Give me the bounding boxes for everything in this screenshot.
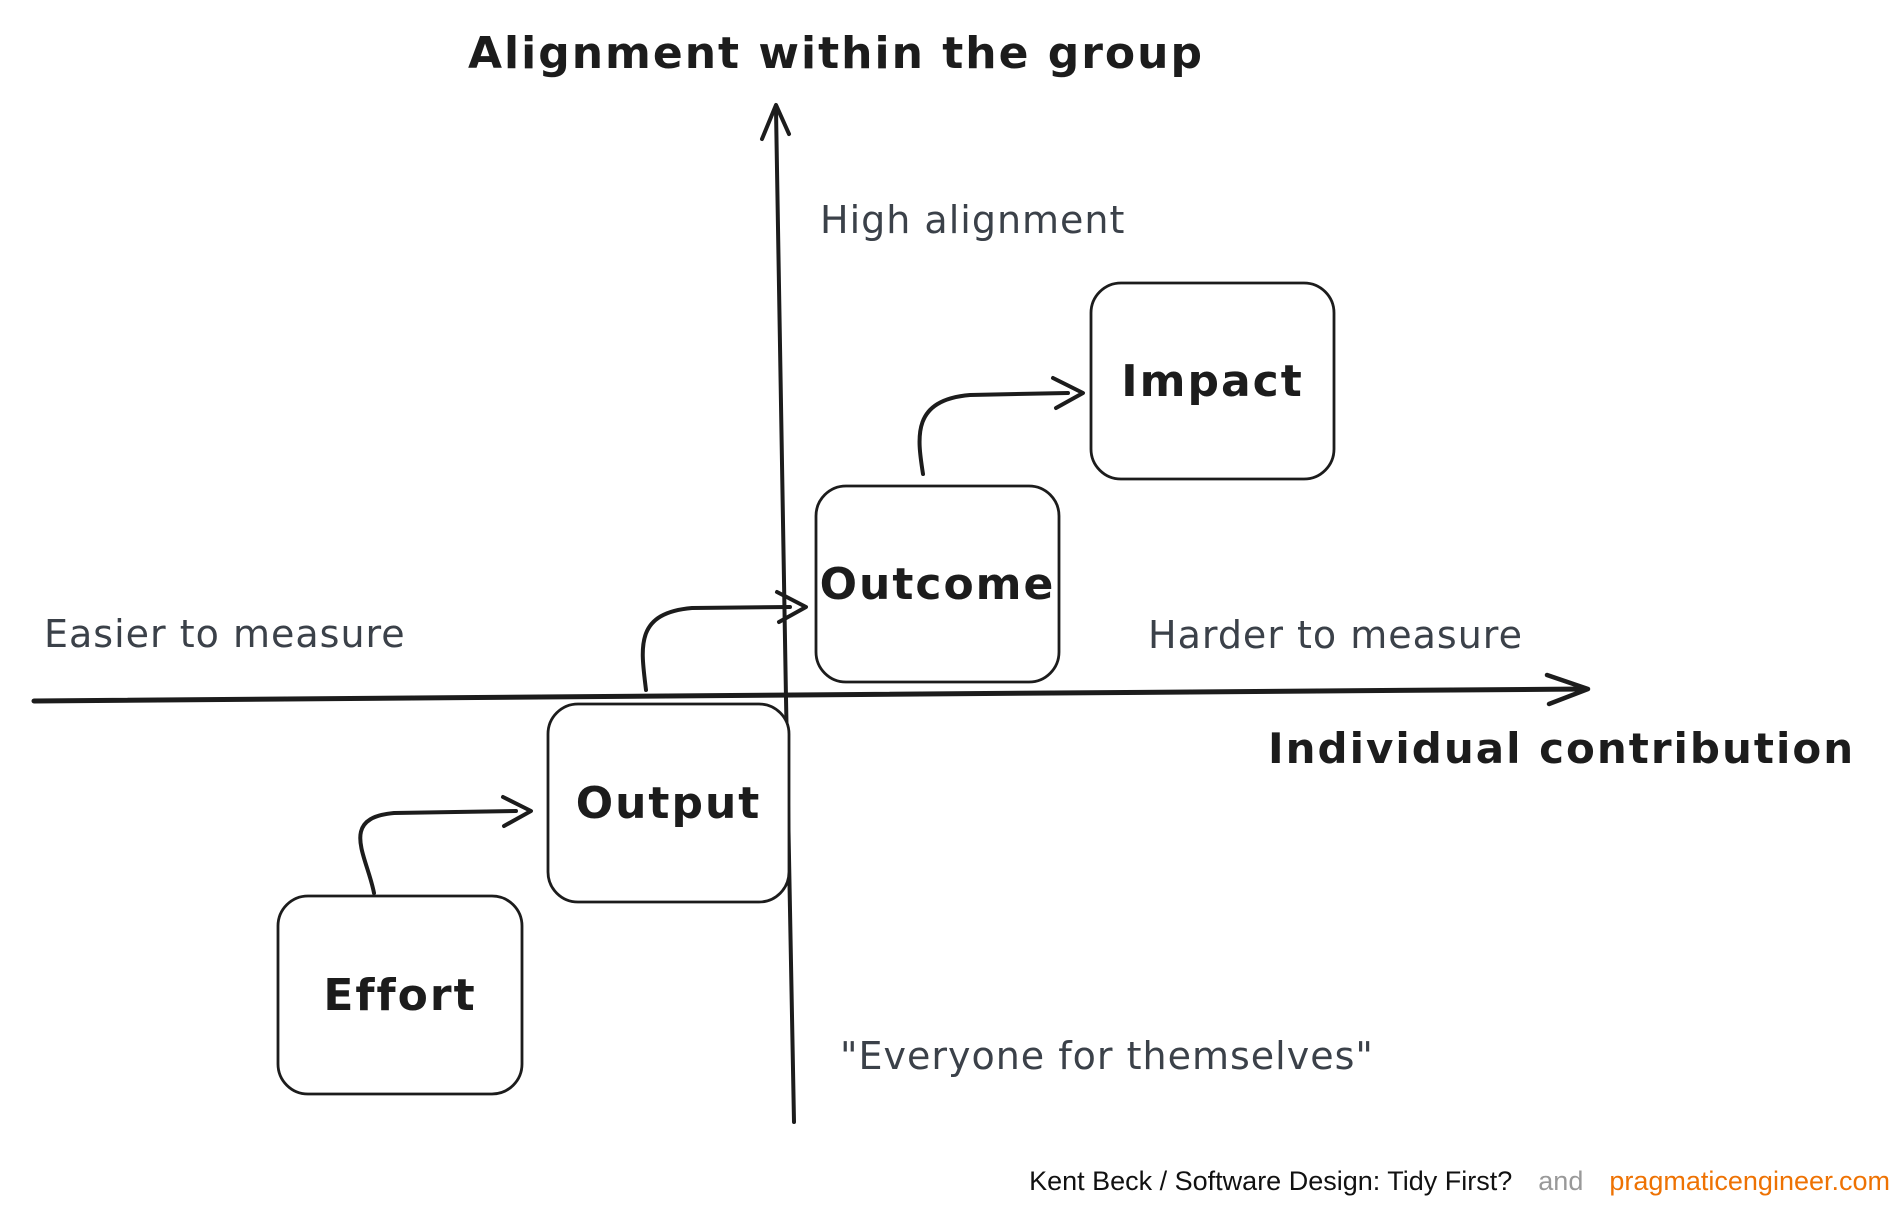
attribution-conjunction: and (1538, 1166, 1584, 1196)
arrow-effort-to-output-head-icon (501, 795, 533, 828)
arrow-effort-to-output (358, 809, 518, 895)
y-axis-title: Alignment within the group (468, 28, 1204, 79)
quadrant-label-everyone-for-themselves: "Everyone for themselves" (840, 1034, 1374, 1078)
outcome-box (814, 484, 1061, 684)
effort-box-label: Effort (323, 969, 477, 1021)
x-axis-left-label: Easier to measure (44, 612, 406, 656)
arrow-output-to-outcome (640, 605, 792, 692)
y-axis-arrowhead-icon (760, 103, 791, 141)
output-box (546, 702, 791, 904)
x-axis-title: Individual contribution (1268, 724, 1856, 773)
arrow-outcome-to-impact-head-icon (1051, 376, 1085, 410)
output-box-label: Output (575, 777, 762, 829)
footer-attribution: Kent Beck / Software Design: Tidy First?… (1029, 1166, 1890, 1197)
impact-box (1089, 281, 1336, 481)
x-axis-arrowhead-icon (1544, 672, 1591, 707)
effort-box (276, 894, 524, 1096)
x-axis-line (31, 686, 1587, 704)
attribution-text: Kent Beck / Software Design: Tidy First? (1029, 1166, 1513, 1196)
outcome-box-label: Outcome (819, 558, 1056, 610)
impact-box-label: Impact (1121, 355, 1304, 407)
pragmaticengineer-link[interactable]: pragmaticengineer.com (1609, 1166, 1890, 1196)
arrow-output-to-outcome-head-icon (775, 590, 808, 624)
arrow-outcome-to-impact (917, 391, 1070, 476)
y-axis-line (774, 108, 796, 1124)
quadrant-label-high-alignment: High alignment (820, 198, 1126, 242)
x-axis-right-label: Harder to measure (1148, 613, 1523, 657)
